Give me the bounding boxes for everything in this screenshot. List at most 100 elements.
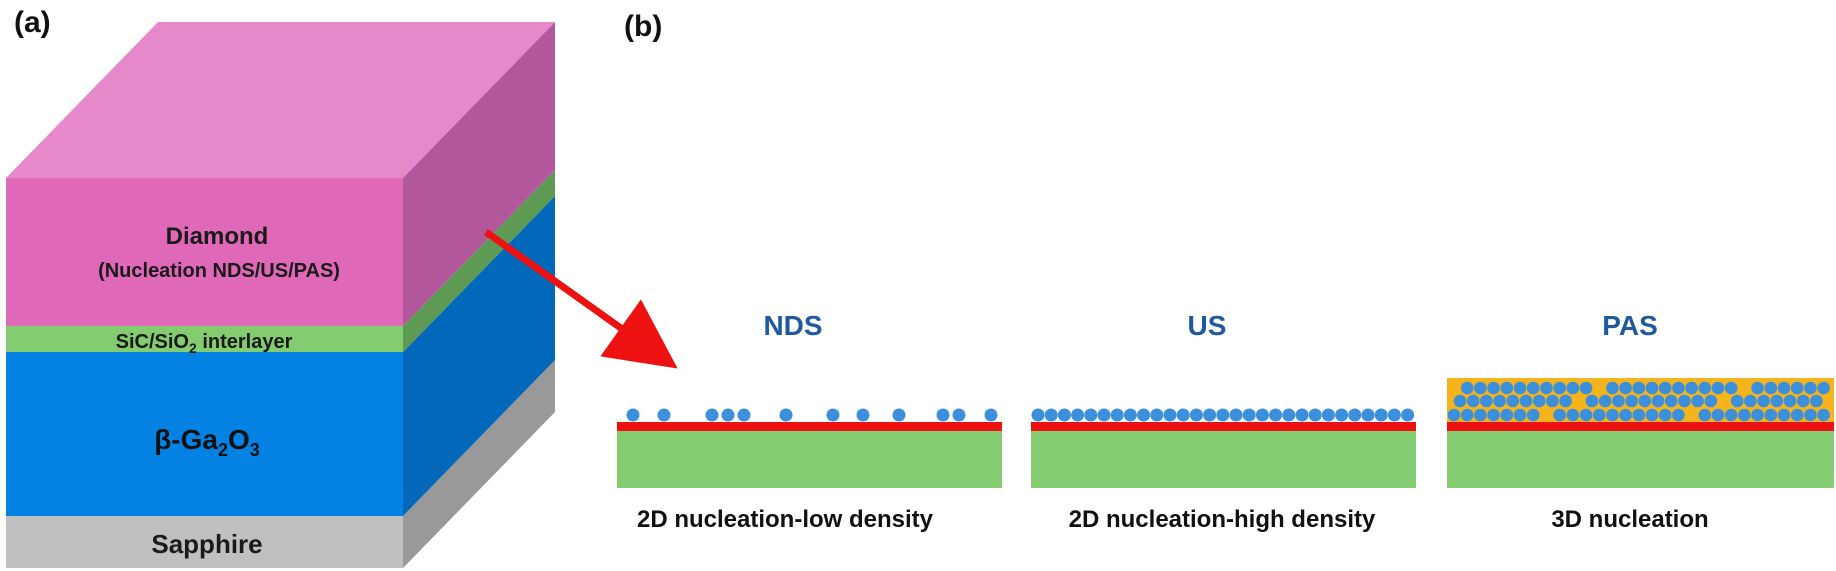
pas-nucleus bbox=[1460, 408, 1474, 422]
pas-nucleus bbox=[1691, 394, 1704, 408]
us-nucleus bbox=[1057, 408, 1071, 422]
pas-nucleus bbox=[1711, 381, 1725, 395]
pas-nucleus bbox=[1810, 394, 1823, 408]
pas-substrate bbox=[1447, 430, 1834, 488]
pas-nucleus bbox=[1466, 394, 1480, 408]
pas-nucleus bbox=[1619, 408, 1632, 422]
interlayer-text-main: SiC/SiO bbox=[116, 331, 189, 353]
sapphire-front bbox=[6, 516, 403, 568]
pas-nucleus bbox=[1730, 394, 1744, 408]
pas-nucleus bbox=[1751, 381, 1764, 395]
us-nucleus bbox=[1308, 408, 1322, 422]
pas-caption: 3D nucleation bbox=[1551, 506, 1708, 533]
pas-schematic: PAS 3D nucleation bbox=[1447, 310, 1834, 533]
us-nucleus bbox=[1071, 408, 1085, 422]
pas-nucleus bbox=[1493, 394, 1506, 408]
pas-nucleus bbox=[1672, 381, 1685, 395]
pas-interface bbox=[1447, 422, 1834, 431]
pas-nucleus bbox=[1487, 408, 1500, 422]
pas-nucleus bbox=[1764, 381, 1778, 395]
nds-title: NDS bbox=[763, 310, 822, 341]
pas-nucleus bbox=[1579, 381, 1593, 395]
nds-schematic: NDS 2D nucleation-low density bbox=[617, 310, 1002, 533]
us-nucleus bbox=[1031, 408, 1045, 422]
us-nucleus bbox=[1137, 408, 1151, 422]
interlayer-subscript: 2 bbox=[189, 340, 197, 356]
layer-stack bbox=[6, 22, 555, 568]
us-nucleus bbox=[1361, 408, 1375, 422]
panel-a-label: (a) bbox=[14, 6, 51, 39]
pas-nucleus bbox=[1612, 394, 1625, 408]
pas-nucleus bbox=[1817, 381, 1830, 395]
diamond-subtitle: (Nucleation NDS/US/PAS) bbox=[98, 260, 340, 282]
ga2o3-text-o: O bbox=[228, 424, 250, 455]
interlayer-front bbox=[6, 326, 403, 352]
pas-nucleus bbox=[1500, 408, 1514, 422]
us-schematic: US 2D nucleation-high density bbox=[1031, 310, 1416, 533]
nds-nucleus bbox=[936, 408, 950, 422]
pas-nucleus bbox=[1585, 394, 1599, 408]
ga2o3-side bbox=[403, 196, 555, 516]
diamond-side bbox=[403, 22, 555, 326]
us-nucleus bbox=[1295, 408, 1309, 422]
pas-nucleus bbox=[1592, 408, 1606, 422]
pas-nucleus bbox=[1804, 408, 1817, 422]
pas-nucleus bbox=[1460, 381, 1474, 395]
us-nucleus bbox=[1335, 408, 1349, 422]
pas-nucleus bbox=[1500, 381, 1514, 395]
pas-nucleus bbox=[1526, 408, 1540, 422]
pas-nucleus bbox=[1704, 394, 1718, 408]
pas-nucleus bbox=[1783, 394, 1797, 408]
pas-nucleus bbox=[1664, 394, 1678, 408]
pas-nucleus bbox=[1804, 381, 1817, 395]
pas-nucleus bbox=[1638, 394, 1652, 408]
us-nucleus bbox=[1229, 408, 1243, 422]
pas-nucleus bbox=[1744, 394, 1757, 408]
pas-nucleus bbox=[1566, 381, 1580, 395]
pas-nucleus bbox=[1796, 394, 1810, 408]
pas-nucleus bbox=[1598, 394, 1612, 408]
us-nucleus bbox=[1123, 408, 1137, 422]
us-nucleus bbox=[1110, 408, 1124, 422]
panel-b-label: (b) bbox=[624, 10, 662, 43]
us-nucleus bbox=[1269, 408, 1283, 422]
nds-nucleus bbox=[892, 408, 906, 422]
us-nuclei bbox=[1031, 408, 1415, 422]
pas-nucleus bbox=[1513, 381, 1527, 395]
us-nucleus bbox=[1097, 408, 1111, 422]
nds-nucleus bbox=[984, 408, 998, 422]
pas-nucleus bbox=[1777, 408, 1791, 422]
nds-nucleus bbox=[952, 408, 966, 422]
nds-nuclei bbox=[626, 408, 998, 422]
pas-nucleus bbox=[1685, 381, 1698, 395]
pas-nucleus bbox=[1711, 408, 1725, 422]
us-nucleus bbox=[1189, 408, 1203, 422]
nds-caption: 2D nucleation-low density bbox=[637, 506, 934, 533]
us-nucleus bbox=[1387, 408, 1401, 422]
nds-nucleus bbox=[779, 408, 793, 422]
pas-nucleus bbox=[1474, 381, 1487, 395]
pas-nucleus bbox=[1672, 408, 1685, 422]
us-substrate bbox=[1031, 430, 1416, 488]
us-nucleus bbox=[1150, 408, 1164, 422]
us-nucleus bbox=[1203, 408, 1217, 422]
pas-nucleus bbox=[1519, 394, 1533, 408]
us-nucleus bbox=[1163, 408, 1177, 422]
pas-nucleus bbox=[1553, 381, 1566, 395]
pas-nucleus bbox=[1724, 408, 1738, 422]
pas-nucleus bbox=[1678, 394, 1691, 408]
nds-nucleus bbox=[657, 408, 671, 422]
us-nucleus bbox=[1255, 408, 1269, 422]
pas-nucleus bbox=[1764, 408, 1778, 422]
pas-nucleus bbox=[1606, 408, 1619, 422]
us-title: US bbox=[1188, 310, 1227, 341]
pas-nucleus bbox=[1546, 394, 1559, 408]
pas-nuclei bbox=[1447, 381, 1830, 422]
pas-nucleus bbox=[1453, 394, 1467, 408]
pas-nucleus bbox=[1751, 408, 1764, 422]
us-nucleus bbox=[1044, 408, 1058, 422]
red-arrow bbox=[483, 229, 678, 369]
us-nucleus bbox=[1084, 408, 1098, 422]
pas-nucleus bbox=[1770, 394, 1784, 408]
